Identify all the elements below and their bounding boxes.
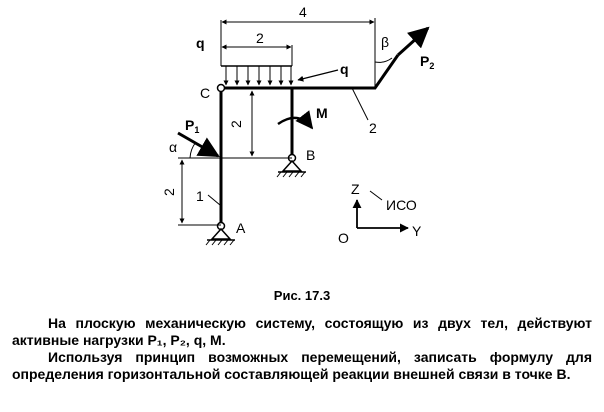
body-2-label: 2	[369, 120, 377, 136]
coordinate-axes	[352, 190, 409, 233]
axis-Y-label: Y	[412, 223, 422, 239]
distributed-load-q	[221, 65, 294, 86]
dimension-2-horizontal	[221, 44, 293, 66]
force-P1-arrow	[177, 131, 220, 158]
dimension-4	[220, 19, 376, 88]
body-1-leader	[207, 194, 221, 206]
force-P2-label: P2	[420, 53, 434, 71]
point-A-label: A	[236, 220, 246, 236]
axis-Z-label: Z	[351, 181, 360, 197]
force-P1-label: P1	[185, 117, 199, 135]
point-B-label: B	[306, 147, 315, 163]
hinge-C	[216, 83, 226, 93]
q-label-left: q	[196, 35, 205, 51]
figure-caption: Рис. 17.3	[273, 288, 331, 303]
support-B	[276, 159, 306, 178]
problem-paragraph-1: На плоскую механическую систему, состоящ…	[12, 315, 592, 348]
dimension-4-label: 4	[299, 4, 307, 20]
alpha-angle-arc	[189, 141, 197, 159]
beta-label: β	[381, 34, 389, 50]
mechanical-system-diagram: 4 2 2 2 q q C B A M P1 P2 α β 2 1 Z Y O …	[161, 4, 434, 246]
q-leader-line	[297, 69, 339, 82]
alpha-label: α	[169, 139, 177, 155]
q-label-right: q	[340, 61, 349, 77]
support-A	[205, 221, 235, 246]
force-P2-arrow	[396, 26, 430, 57]
inertial-frame-label: ИСО	[386, 197, 417, 213]
problem-paragraph-2: Используя принцип возможных перемещений,…	[12, 349, 592, 382]
beta-angle-arc	[374, 57, 393, 63]
dimension-2-vertical-lower	[178, 157, 221, 226]
moment-M-arc	[277, 110, 314, 130]
body-2-leader	[351, 87, 369, 121]
dimension-2-vertical-lower-label: 2	[161, 188, 177, 196]
dimension-2-vertical-upper-label: 2	[228, 120, 244, 128]
moment-M-label: M	[316, 105, 328, 121]
axis-O-label: O	[338, 230, 349, 246]
point-C-label: C	[200, 85, 210, 101]
body-1-label: 1	[196, 188, 204, 204]
dimension-2-horizontal-label: 2	[256, 30, 264, 46]
dimension-2-vertical-upper	[221, 90, 292, 159]
